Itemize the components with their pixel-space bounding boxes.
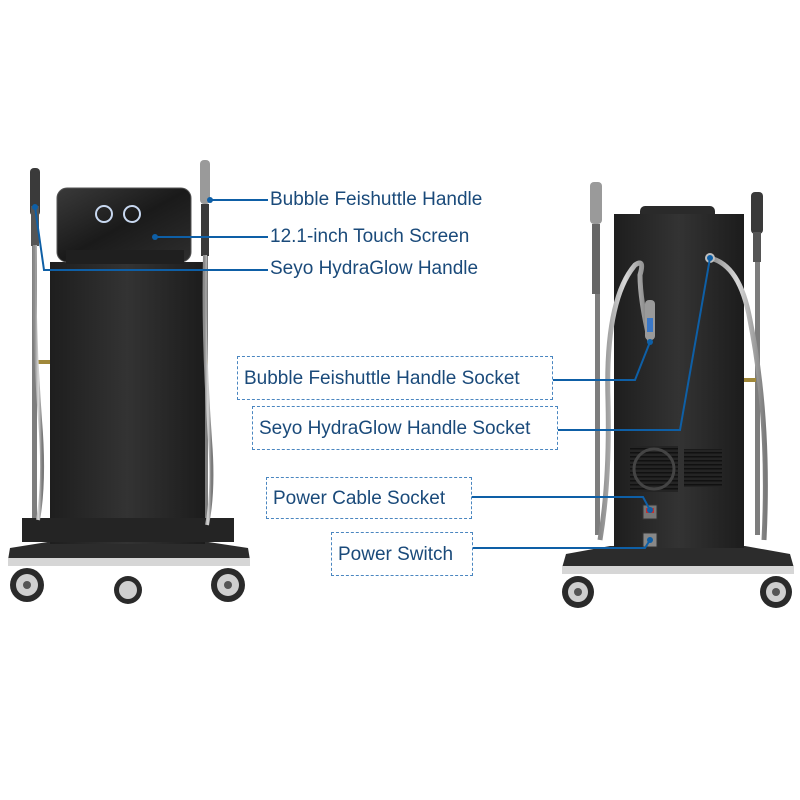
back-handle-left bbox=[590, 182, 602, 294]
back-handle-blue-band bbox=[647, 318, 653, 332]
label-power-cable-socket: Power Cable Socket bbox=[266, 477, 472, 519]
front-rail-left bbox=[32, 210, 37, 520]
cabinet-vent bbox=[684, 449, 722, 487]
back-base bbox=[562, 546, 794, 568]
callout-line-power-switch bbox=[470, 539, 651, 549]
screen-stand bbox=[66, 250, 184, 264]
label-bubble-feishuttle-handle-socket: Bubble Feishuttle Handle Socket bbox=[237, 356, 553, 400]
front-rail-bracket-left bbox=[38, 360, 58, 364]
label-bubble-feishuttle-handle: Bubble Feishuttle Handle bbox=[270, 189, 483, 210]
fan-ring bbox=[632, 447, 676, 491]
label-touch-screen: 12.1-inch Touch Screen bbox=[270, 226, 470, 247]
front-machine bbox=[8, 160, 250, 604]
front-wheel-right bbox=[211, 568, 245, 602]
label-power-switch: Power Switch bbox=[331, 532, 473, 576]
back-wheel-right bbox=[760, 576, 792, 608]
back-hose-right bbox=[709, 255, 768, 541]
front-wheel-left bbox=[10, 568, 44, 602]
callout-line-hydraglow-handle bbox=[34, 206, 268, 271]
callout-lines bbox=[34, 199, 711, 549]
label-seyo-hydraglow-handle-socket: Seyo HydraGlow Handle Socket bbox=[252, 406, 558, 450]
callout-dots bbox=[32, 197, 713, 543]
back-hose-left bbox=[597, 260, 653, 541]
back-machine bbox=[562, 182, 794, 608]
front-base-trim bbox=[8, 558, 250, 566]
screen-icon-right bbox=[123, 205, 141, 223]
cooling-fan bbox=[630, 446, 678, 492]
back-wheel-left bbox=[562, 576, 594, 608]
front-wheel-rear bbox=[114, 576, 142, 604]
front-handle-left bbox=[30, 168, 45, 521]
front-cabinet bbox=[50, 262, 205, 544]
callout-line-bubble-socket bbox=[552, 341, 651, 381]
back-rail-left bbox=[595, 235, 600, 535]
front-base bbox=[8, 540, 250, 560]
back-base-trim bbox=[562, 566, 794, 574]
screen-icon-left bbox=[95, 205, 113, 223]
front-cabinet-foot bbox=[22, 518, 234, 542]
back-rail-bracket bbox=[742, 378, 756, 382]
back-handle-right bbox=[751, 192, 763, 262]
front-handle-right bbox=[200, 160, 214, 526]
callout-line-power-cable bbox=[470, 496, 651, 511]
label-seyo-hydraglow-handle: Seyo HydraGlow Handle bbox=[270, 258, 479, 279]
callout-line-hydraglow-socket bbox=[558, 257, 711, 431]
